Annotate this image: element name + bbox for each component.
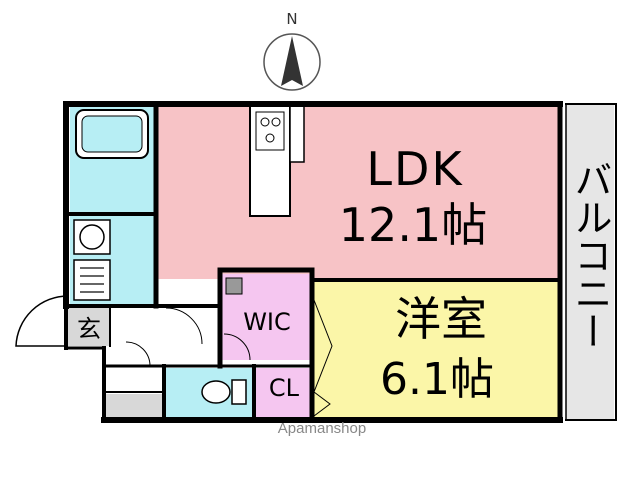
bathtub-icon [75,109,149,159]
toilet-icon [201,379,247,405]
closet-area [256,368,312,418]
ldk-room-name: LDK [366,142,464,196]
watermark: Apamanshop [277,420,367,437]
hallway-area [112,308,218,366]
entrance-area [68,308,110,346]
washing-machine-pan-icon [73,259,111,301]
entrance-door-swing [15,295,69,347]
ldk-area [158,104,560,279]
balcony-label: バルコニー [568,160,612,350]
north-label: N [286,10,298,28]
western-room-area [314,281,560,420]
closet-label: CL [268,374,300,402]
western-room-size: 6.1帖 [380,354,494,405]
ldk-room-size: 12.1帖 [338,198,488,252]
walls [63,101,617,423]
entrance-label: 玄 [77,315,101,343]
wic-label: WIC [243,308,291,336]
north-compass-icon [263,33,321,91]
balcony-area [566,104,614,420]
washbasin-icon [73,219,111,255]
storage-area [104,394,162,418]
western-room-name: 洋室 [395,292,487,346]
